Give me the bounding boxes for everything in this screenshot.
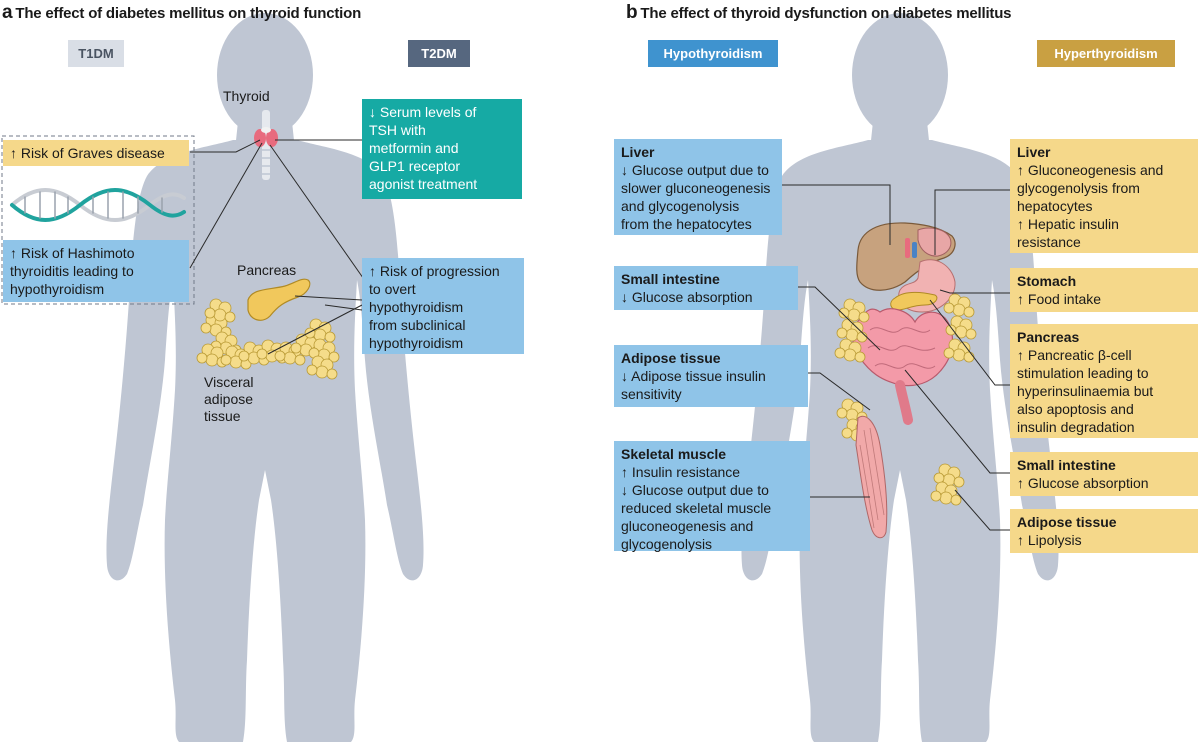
pancreas-icon [247,278,311,321]
hashimoto-risk-box: ↑ Risk of Hashimoto thyroiditis leading … [3,240,189,302]
hypo-skeletal-muscle-box: Skeletal muscle ↑ Insulin resistance ↓ G… [614,441,810,552]
intestine-coil-lines [867,327,936,369]
panel-b-letter: b [626,2,638,23]
t1dm-header: T1DM [68,40,124,67]
hypothyroidism-header: Hypothyroidism [648,40,778,67]
hyper-adipose-box: Adipose tissue ↑ Lipolysis [1010,509,1198,553]
leader-lines-b [782,184,1010,531]
progression-risk-box: ↑ Risk of progression to overt hypothyro… [362,258,524,354]
hyper-small-intestine-box: Small intestine ↑ Glucose absorption [1010,452,1198,496]
pancreas-label: Pancreas [237,262,297,278]
hyper-pancreas-box: Pancreas ↑ Pancreatic β-cell stimulation… [1010,324,1198,438]
panel-a-letter: a [2,2,13,23]
dna-helix-icon [10,188,186,222]
thyroid-gland-icon [254,110,278,180]
hyper-stomach-box: Stomach ↑ Food intake [1010,268,1198,312]
hyper-liver-box: Liver ↑ Gluconeogenesis and glycogenolys… [1010,139,1198,253]
visceral-adipose-label: Visceral adipose tissue [204,374,254,424]
hypo-small-intestine-box: Small intestine ↓ Glucose absorption [614,266,798,310]
panel-a-title-text: The effect of diabetes mellitus on thyro… [15,5,362,22]
hypo-liver-box: Liver ↓ Glucose output due to slower glu… [614,139,782,235]
t2dm-header: T2DM [408,40,470,67]
hypo-adipose-box: Adipose tissue ↓ Adipose tissue insulin … [614,345,808,407]
hyperthyroidism-header: Hyperthyroidism [1037,40,1175,67]
leader-lines-a [189,139,369,355]
graves-risk-box: ↑ Risk of Graves disease [3,140,189,166]
t1dm-dashed-frame [1,135,195,305]
panel-b-title-text: The effect of thyroid dysfunction on dia… [640,5,1012,22]
tsh-levels-box: ↓ Serum levels of TSH with metformin and… [362,99,522,199]
aorta-icon [905,238,917,258]
thyroid-label: Thyroid [223,88,270,104]
